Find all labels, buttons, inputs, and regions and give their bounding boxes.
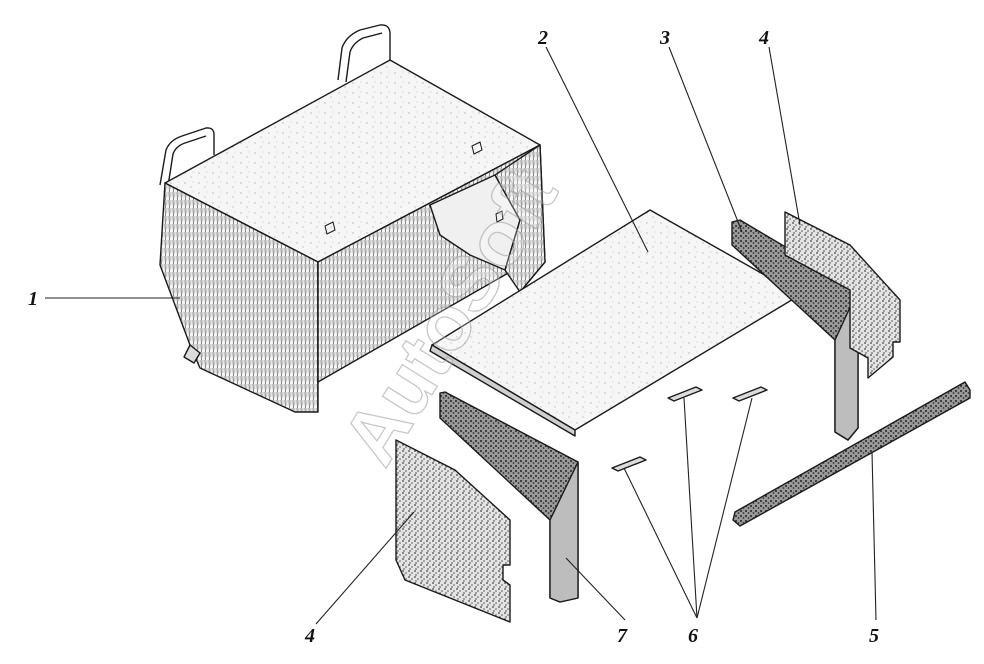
insulation-panel-part-4-bottom	[395, 439, 511, 623]
callout-7: 7	[617, 625, 628, 647]
callout-1: 1	[28, 288, 38, 310]
insulation-panel-part-4-top	[784, 211, 901, 379]
housing-part-1	[159, 24, 546, 413]
callout-3: 3	[659, 27, 670, 49]
callout-5: 5	[869, 625, 879, 647]
strip-part-5	[732, 381, 971, 527]
callout-6: 6	[688, 625, 698, 647]
housing-handle-left	[159, 127, 215, 186]
callout-2: 2	[537, 27, 548, 49]
leader-lines	[45, 46, 877, 625]
callout-4-bottom: 4	[304, 625, 315, 647]
plates-part-6	[611, 386, 768, 472]
housing-handle-right	[337, 24, 391, 81]
callout-4-top: 4	[758, 27, 769, 49]
